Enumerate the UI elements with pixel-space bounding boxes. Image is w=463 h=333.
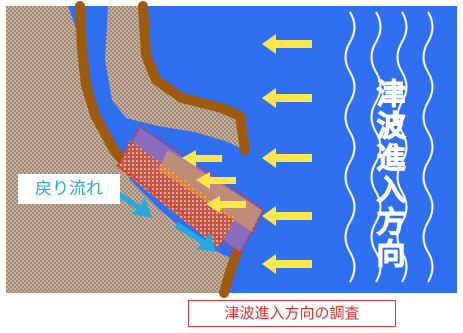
return-flow-label: 戻り流れ (18, 174, 120, 204)
direction-char: 進 (376, 141, 406, 175)
left-embankment (75, 1, 140, 180)
survey-zone (118, 140, 236, 248)
lower-embankment (219, 247, 242, 298)
tsunami-direction-label: 津 波 進 入 方 向 (371, 77, 411, 271)
survey-zone-outline (116, 124, 266, 256)
survey-zone-edge (158, 150, 262, 232)
wave-line-icon (344, 11, 434, 283)
direction-char: 津 (376, 77, 406, 111)
caption-label: 津波進入方向の調査 (188, 300, 396, 327)
direction-char: 波 (376, 109, 406, 143)
direction-char: 方 (376, 205, 406, 239)
left-arrow-icon (182, 34, 312, 274)
land-area (6, 6, 230, 293)
upper-land (105, 6, 244, 150)
right-embankment (138, 1, 250, 155)
direction-char: 向 (376, 237, 406, 271)
direction-char: 入 (376, 173, 406, 207)
